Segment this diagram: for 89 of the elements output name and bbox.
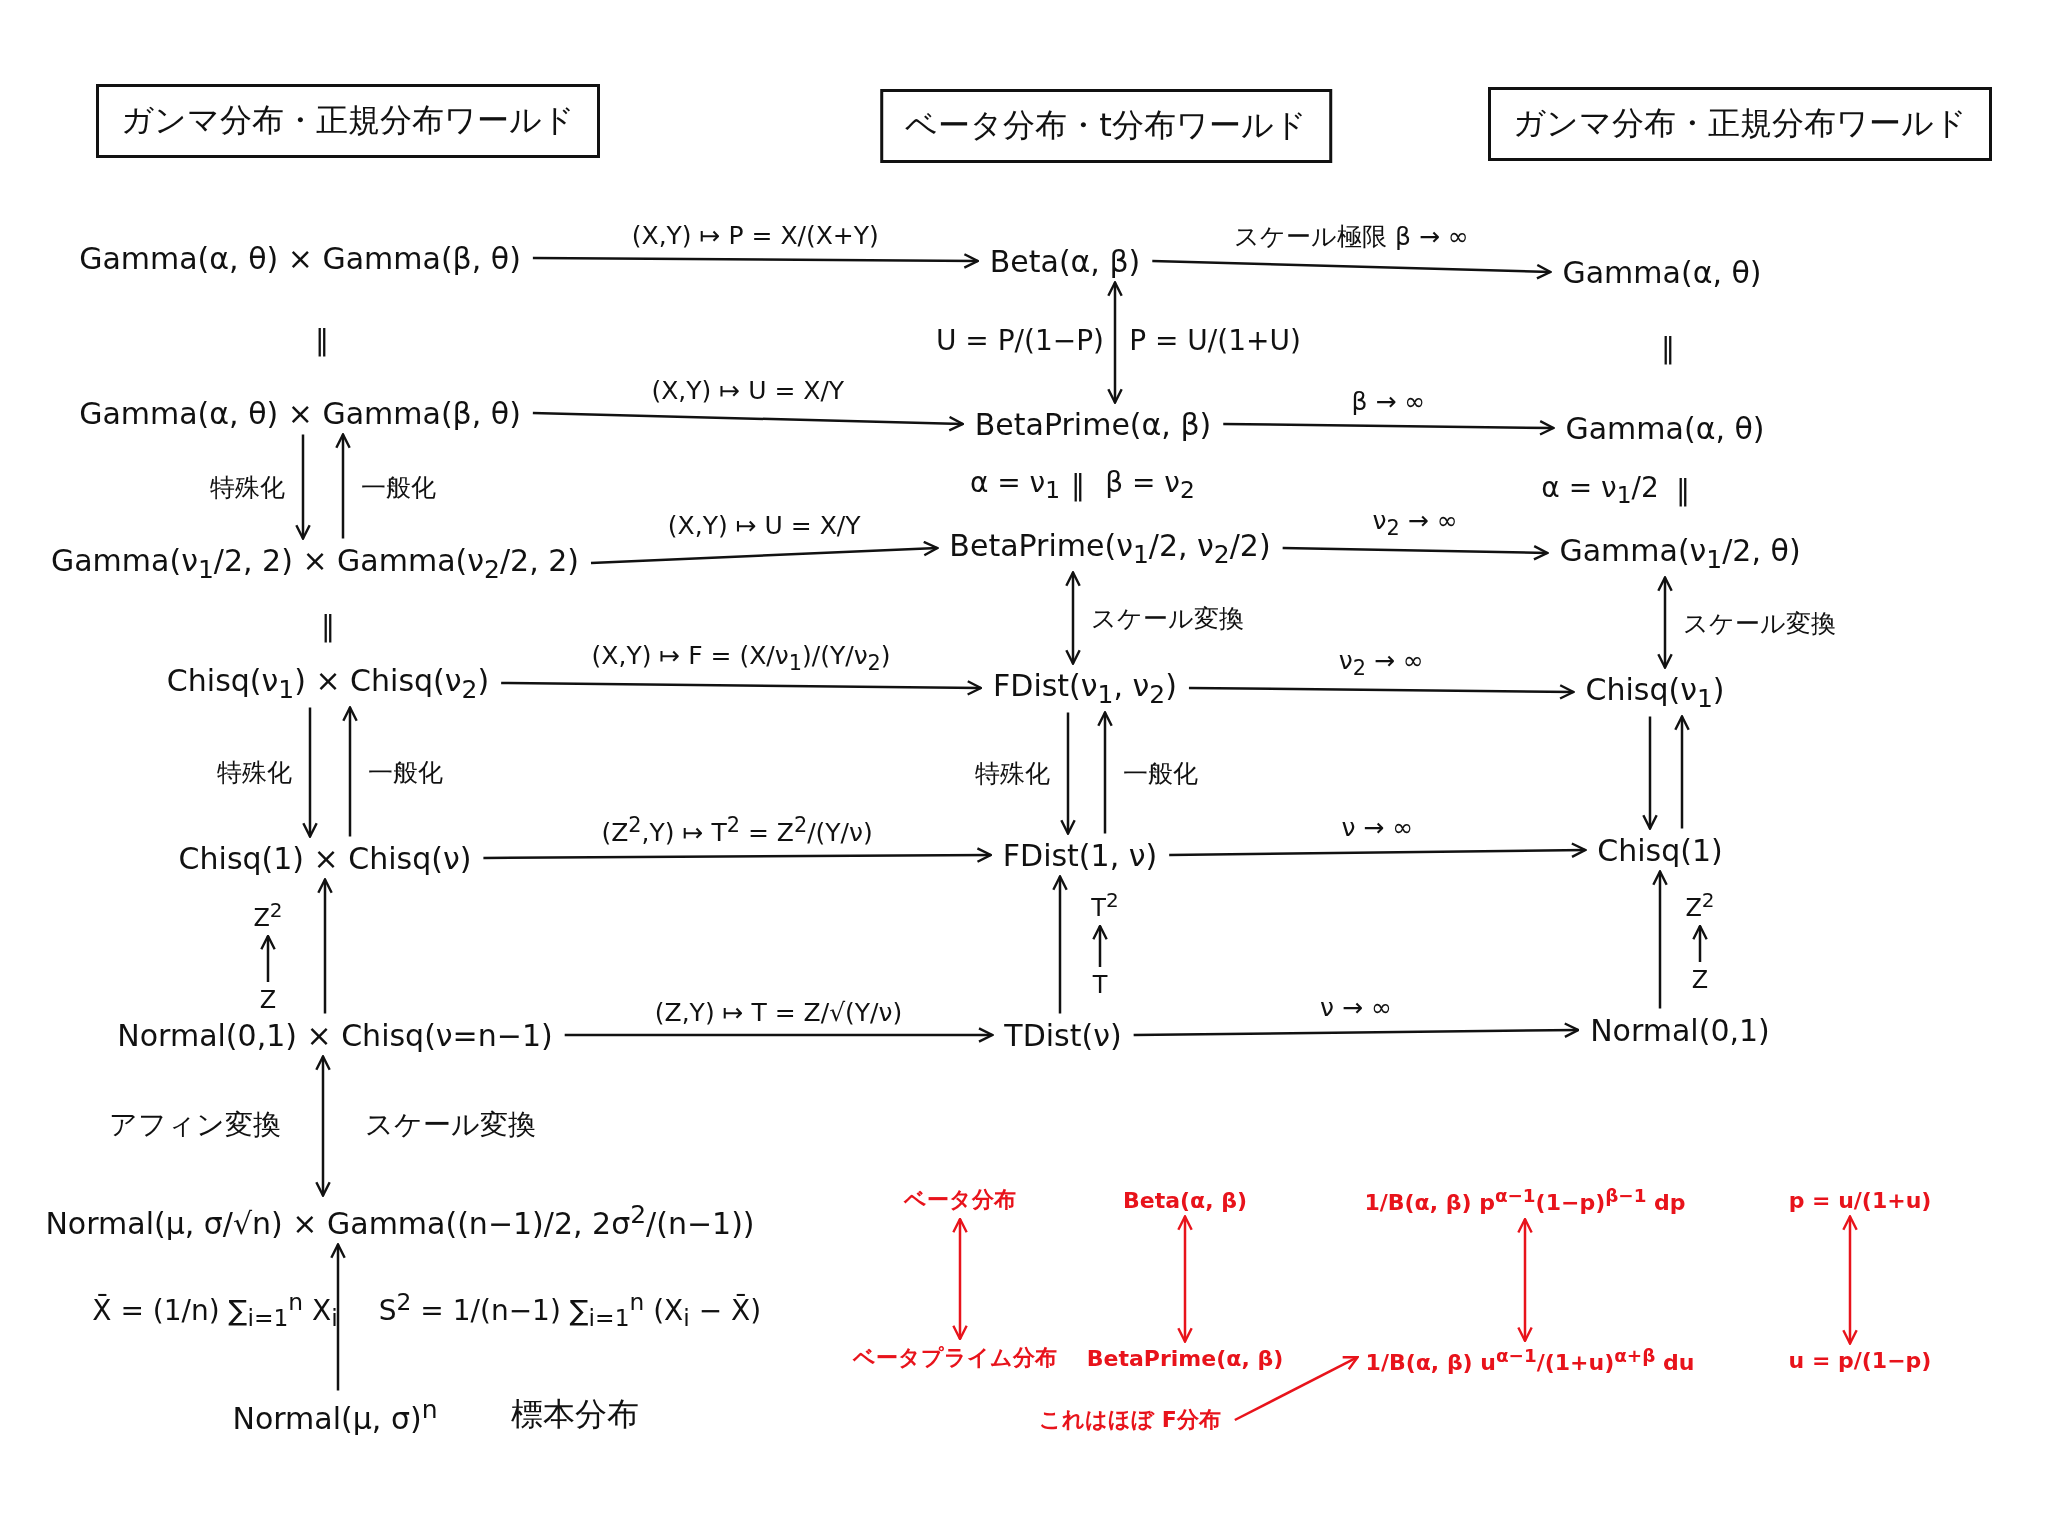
formula-label: スケール変換 bbox=[364, 1107, 536, 1143]
formula-label: β = ν$_{2}$ bbox=[1105, 465, 1195, 505]
arrow bbox=[1052, 875, 1068, 1014]
formula-text: BetaPrime(α, β) bbox=[974, 406, 1212, 442]
section-heading: ベータ分布・t分布ワールド bbox=[880, 89, 1332, 163]
formula-label: アフィン変換 bbox=[109, 1107, 281, 1143]
formula-text: ベータプライム分布 bbox=[853, 1343, 1057, 1373]
formula-text: Gamma(α, θ) bbox=[1565, 410, 1765, 446]
formula-text: Gamma(ν$_{1}$/2, 2) × Gamma(ν$_{2}$/2, 2) bbox=[51, 542, 579, 584]
arrow bbox=[317, 878, 333, 1014]
variable-text: T bbox=[1092, 971, 1108, 999]
section-heading: ガンマ分布・正規分布ワールド bbox=[96, 84, 600, 158]
formula-label: S$^{2}$ = 1/(n−1) ∑$_{i=1}$$^{n}$ (X$_{i}$ − X̄) bbox=[378, 1287, 762, 1333]
formula-text: Chisq(1) bbox=[1597, 832, 1723, 868]
arrow bbox=[1133, 1022, 1580, 1038]
formula-text: Normal(μ, σ)$^{n}$ bbox=[232, 1394, 438, 1436]
arrow bbox=[1177, 1215, 1193, 1343]
formula-text: FDist(ν$_{1}$, ν$_{2}$) bbox=[993, 667, 1177, 709]
formula-label: ‖ bbox=[1071, 468, 1085, 502]
arrow bbox=[1097, 711, 1113, 834]
arrow bbox=[1674, 715, 1690, 829]
formula-text: Beta(α, β) bbox=[1123, 1187, 1247, 1213]
arrow bbox=[590, 540, 939, 565]
variable-text: Z bbox=[1691, 966, 1709, 994]
arrow bbox=[1692, 924, 1708, 962]
formula-label: ‖ bbox=[321, 609, 335, 643]
formula-label: α = ν$_{1}$/2 bbox=[1541, 470, 1659, 510]
formula-text: TDist(ν) bbox=[1004, 1017, 1122, 1053]
formula-text: u = p/(1−p) bbox=[1788, 1347, 1932, 1373]
formula-label: U = P/(1−P) bbox=[935, 323, 1105, 357]
formula-text: Normal(0,1) × Chisq(ν=n−1) bbox=[117, 1017, 553, 1053]
arrow bbox=[335, 433, 351, 539]
variable-text: Z$^{2}$ bbox=[253, 898, 283, 932]
arrow bbox=[330, 1243, 346, 1391]
caption-text: 標本分布 bbox=[511, 1394, 639, 1435]
formula-text: FDist(1, ν) bbox=[1002, 837, 1158, 873]
arrow bbox=[1282, 544, 1549, 561]
arrow bbox=[1234, 1355, 1359, 1422]
arrow bbox=[295, 434, 311, 540]
arrow bbox=[1517, 1217, 1533, 1343]
formula-text: Gamma(α, θ) bbox=[1562, 254, 1762, 290]
variable-text: Z$^{2}$ bbox=[1685, 888, 1715, 922]
arrow bbox=[1223, 419, 1555, 436]
arrow bbox=[1642, 716, 1658, 830]
formula-label: P = U/(1+U) bbox=[1129, 323, 1301, 357]
arrow bbox=[1652, 870, 1668, 1009]
arrow bbox=[532, 253, 979, 269]
formula-label: ‖ bbox=[1661, 331, 1675, 365]
formula-text: 1/B(α, β) u$^{α−1}$/(1+u)$^{α+β}$ du bbox=[1365, 1344, 1695, 1376]
formula-text: Gamma(ν$_{1}$/2, θ) bbox=[1559, 532, 1801, 574]
arrow bbox=[260, 934, 276, 982]
arrow bbox=[1107, 281, 1123, 404]
formula-text: Normal(μ, σ/√n) × Gamma((n−1)/2, 2σ$^{2}$/(n−1)) bbox=[45, 1199, 755, 1241]
formula-text: Chisq(ν$_{1}$) × Chisq(ν$_{2}$) bbox=[166, 662, 490, 704]
section-heading: ガンマ分布・正規分布ワールド bbox=[1488, 87, 1992, 161]
arrow bbox=[1842, 1215, 1858, 1345]
formula-text: Gamma(α, θ) × Gamma(β, θ) bbox=[79, 395, 521, 431]
formula-text: 1/B(α, β) p$^{α−1}$(1−p)$^{β−1}$ dp bbox=[1364, 1184, 1686, 1216]
arrow bbox=[532, 411, 964, 432]
arrow bbox=[501, 680, 983, 696]
arrow bbox=[952, 1217, 968, 1341]
formula-label: α = ν$_{1}$ bbox=[969, 465, 1061, 505]
arrow bbox=[1092, 924, 1108, 967]
arrow bbox=[1188, 684, 1575, 700]
formula-label: ‖ bbox=[1676, 473, 1690, 507]
arrow bbox=[1169, 842, 1587, 859]
formula-label: ‖ bbox=[315, 323, 329, 357]
variable-text: T$^{2}$ bbox=[1091, 888, 1119, 922]
arrow bbox=[564, 1027, 994, 1043]
formula-text: p = u/(1+u) bbox=[1788, 1187, 1932, 1213]
arrow bbox=[483, 847, 992, 863]
arrow bbox=[1152, 259, 1552, 280]
formula-text: Normal(0,1) bbox=[1590, 1012, 1770, 1048]
formula-text: ベータ分布 bbox=[904, 1185, 1016, 1215]
arrow bbox=[342, 706, 358, 837]
arrow bbox=[302, 707, 318, 838]
arrow bbox=[1065, 571, 1081, 665]
formula-text: Gamma(α, θ) × Gamma(β, θ) bbox=[79, 240, 521, 276]
variable-text: Z bbox=[259, 986, 277, 1014]
formula-text: Beta(α, β) bbox=[989, 243, 1141, 279]
formula-text: Chisq(ν$_{1}$) bbox=[1585, 671, 1725, 713]
formula-text: BetaPrime(ν$_{1}$/2, ν$_{2}$/2) bbox=[949, 527, 1271, 569]
formula-label: X̄ = (1/n) ∑$_{i=1}$$^{n}$ X$_{i}$ bbox=[92, 1287, 338, 1333]
formula-text: Chisq(1) × Chisq(ν) bbox=[178, 840, 472, 876]
arrow bbox=[1060, 712, 1076, 835]
arrow bbox=[315, 1055, 331, 1197]
formula-text: これはほぼ F分布 bbox=[1039, 1405, 1221, 1435]
formula-text: BetaPrime(α, β) bbox=[1086, 1345, 1284, 1371]
arrow bbox=[1657, 576, 1673, 669]
